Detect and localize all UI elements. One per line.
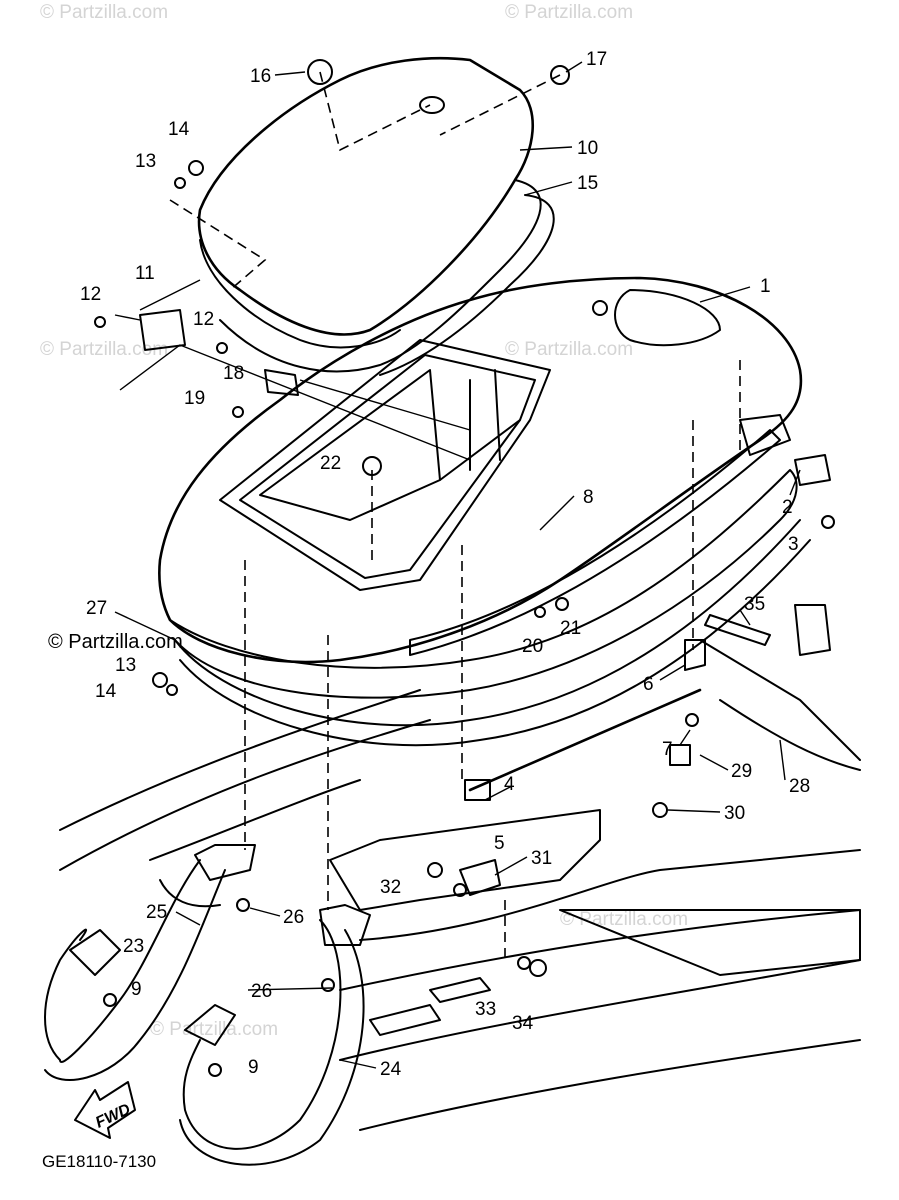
handles: [44, 844, 371, 1166]
callout-8: 8: [583, 487, 594, 508]
callout-13: 13: [115, 655, 136, 676]
callout-24: 24: [380, 1059, 402, 1080]
callout-27: 27: [86, 598, 107, 619]
callout-22: 22: [320, 453, 341, 474]
callout-3: 3: [788, 534, 799, 555]
callout-12: 12: [193, 309, 214, 330]
callout-20: 20: [522, 636, 543, 657]
callout-26: 26: [283, 907, 304, 928]
callout-10: 10: [577, 138, 598, 159]
callout-5: 5: [494, 833, 505, 854]
callout-2: 2: [782, 497, 793, 518]
hull-outline: [59, 639, 861, 1131]
callout-18: 18: [223, 363, 244, 384]
callout-29: 29: [731, 761, 752, 782]
callout-26: 26: [251, 981, 272, 1002]
callout-9: 9: [248, 1057, 259, 1078]
watermark: © Partzilla.com: [48, 631, 183, 653]
callout-14: 14: [168, 119, 190, 140]
callout-34: 34: [512, 1013, 534, 1034]
callout-17: 17: [586, 49, 607, 70]
callout-13: 13: [135, 151, 156, 172]
assembly-lines: [114, 71, 741, 960]
fwd-arrow: FWD: [74, 1081, 136, 1139]
callout-11: 11: [135, 263, 155, 284]
drawing-code: GE18110-7130: [42, 1152, 156, 1171]
callout-31: 31: [531, 848, 552, 869]
callout-9: 9: [131, 979, 142, 1000]
hardware: [94, 59, 835, 1077]
callout-4: 4: [504, 774, 515, 795]
watermark: © Partzilla.com: [505, 339, 633, 360]
callout-19: 19: [184, 388, 205, 409]
watermark: © Partzilla.com: [560, 909, 688, 930]
callout-6: 6: [643, 674, 654, 695]
callout-35: 35: [744, 594, 765, 615]
callout-21: 21: [560, 618, 581, 639]
watermark: © Partzilla.com: [505, 2, 633, 23]
callout-16: 16: [250, 66, 271, 87]
callout-28: 28: [789, 776, 810, 797]
callout-23: 23: [123, 936, 144, 957]
callout-leaders: [114, 61, 801, 1069]
watermarks: © Partzilla.com © Partzilla.com © Partzi…: [40, 2, 688, 1040]
fwd-label: FWD: [93, 1101, 134, 1132]
watermark: © Partzilla.com: [150, 1019, 278, 1040]
callouts: 16 17 14 13 10 15 11 12 12 1 18 19 22 8 …: [80, 49, 810, 1080]
callout-33: 33: [475, 999, 496, 1020]
callout-15: 15: [577, 173, 598, 194]
callout-1: 1: [760, 276, 771, 297]
callout-12: 12: [80, 284, 101, 305]
watermark: © Partzilla.com: [40, 339, 168, 360]
storage-compartment: [219, 339, 551, 591]
callout-30: 30: [724, 803, 745, 824]
watermark: © Partzilla.com: [40, 2, 168, 23]
callout-25: 25: [146, 902, 167, 923]
callout-14: 14: [95, 681, 117, 702]
callout-7: 7: [662, 739, 673, 760]
callout-32: 32: [380, 877, 401, 898]
storage-lid: [197, 56, 555, 376]
